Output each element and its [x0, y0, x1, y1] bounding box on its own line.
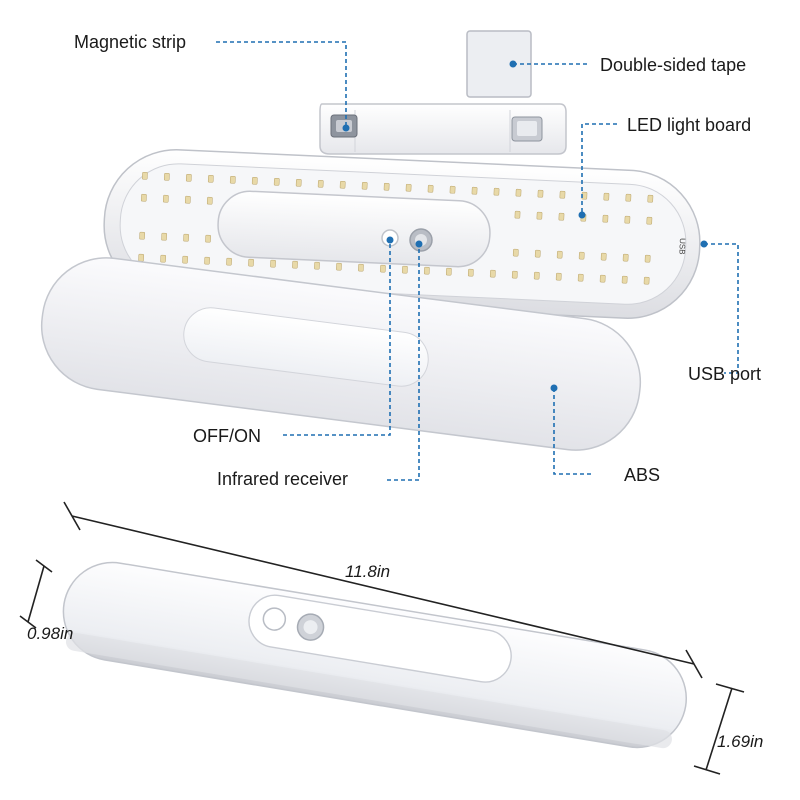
- dimension-length: 11.8in: [345, 562, 391, 581]
- switch-module: [217, 190, 491, 268]
- assembled-off-on-button: [262, 607, 287, 631]
- led-chip: [511, 270, 518, 279]
- led-chip: [467, 268, 474, 277]
- led-chip: [336, 262, 342, 271]
- led-chip: [577, 273, 584, 282]
- led-chip: [141, 193, 147, 202]
- led-chip: [314, 261, 320, 270]
- led-chip: [248, 258, 254, 267]
- led-chip: [537, 189, 544, 198]
- led-chip: [292, 260, 298, 269]
- led-chip: [534, 249, 541, 258]
- led-chip: [160, 254, 166, 263]
- led-chip: [142, 171, 148, 180]
- label-abs: ABS: [624, 465, 661, 485]
- usb-marking: USB: [677, 238, 687, 255]
- led-chip: [380, 264, 386, 273]
- led-chip: [599, 274, 606, 283]
- led-chip: [317, 179, 324, 188]
- led-chip: [138, 253, 145, 262]
- led-chip: [361, 181, 368, 190]
- led-chip: [445, 267, 452, 276]
- led-chip: [489, 269, 496, 278]
- label-off-on: OFF/ON: [193, 426, 261, 446]
- dimension-lines: [19, 501, 745, 775]
- led-chip: [358, 263, 364, 272]
- led-chip: [402, 265, 408, 274]
- led-chip: [556, 250, 563, 259]
- led-chip: [515, 188, 522, 197]
- led-chip: [273, 177, 280, 186]
- led-chip: [600, 252, 607, 261]
- led-chip: [622, 253, 629, 262]
- led-chip: [427, 184, 434, 193]
- led-chip: [182, 255, 188, 264]
- leader-lines: [216, 41, 739, 481]
- led-chip: [405, 183, 412, 192]
- dimension-height: 1.69in: [717, 732, 764, 751]
- led-chip: [493, 187, 500, 196]
- led-chip: [449, 185, 456, 194]
- led-chip: [295, 178, 302, 187]
- led-chip: [536, 211, 543, 220]
- led-chip: [251, 176, 258, 185]
- label-magnetic-strip: Magnetic strip: [74, 32, 187, 52]
- led-chip: [603, 192, 610, 201]
- led-chip: [270, 259, 276, 268]
- led-chip: [229, 175, 236, 184]
- led-chip: [383, 182, 390, 191]
- led-chip: [339, 180, 346, 189]
- led-chip: [558, 212, 565, 221]
- led-chip: [184, 195, 191, 204]
- led-chip: [643, 276, 650, 285]
- led-chip: [205, 234, 211, 243]
- led-chip: [559, 190, 566, 199]
- led-chip: [139, 231, 146, 240]
- label-double-sided-tape: Double-sided tape: [600, 55, 747, 75]
- led-chip: [621, 275, 628, 284]
- assembled-light-bar: [62, 561, 688, 749]
- led-chip: [624, 215, 631, 224]
- led-chip: [625, 193, 632, 202]
- led-chip: [161, 232, 167, 241]
- led-chip: [183, 233, 189, 242]
- led-chip: [162, 194, 169, 203]
- led-chip: [646, 216, 653, 225]
- led-array: [138, 171, 654, 285]
- led-chip: [206, 196, 213, 205]
- abs-cover: [40, 257, 642, 451]
- label-usb-port: USB port: [688, 364, 762, 384]
- led-chip: [204, 256, 210, 265]
- dimension-thickness: 0.98in: [27, 624, 74, 643]
- led-chip: [578, 251, 585, 260]
- led-chip: [533, 271, 540, 280]
- led-chip: [555, 272, 562, 281]
- label-led-light-board: LED light board: [627, 115, 752, 135]
- led-chip: [207, 174, 214, 183]
- led-chip: [514, 210, 521, 219]
- magnetic-strip-bracket: [319, 103, 567, 155]
- leader-dots: [342, 60, 708, 392]
- led-chip: [512, 248, 519, 257]
- led-chip: [424, 266, 430, 275]
- led-chip: [226, 257, 232, 266]
- label-infrared-receiver: Infrared receiver: [217, 469, 349, 489]
- led-chip: [163, 172, 170, 181]
- led-chip: [471, 186, 478, 195]
- led-chip: [644, 254, 651, 263]
- led-chip: [602, 214, 609, 223]
- led-chip: [185, 173, 192, 182]
- led-chip: [647, 194, 654, 203]
